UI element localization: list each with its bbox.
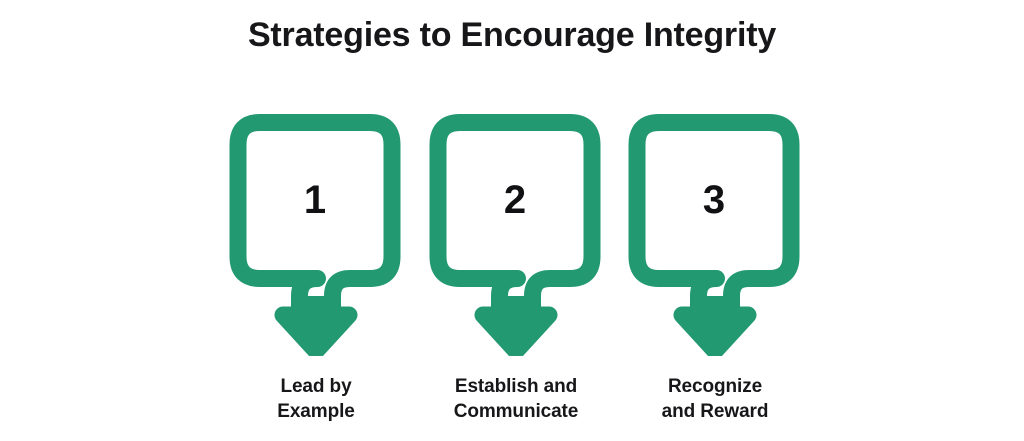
step-item[interactable]: 1 Lead by Example [216,108,416,438]
step-number: 1 [303,177,327,222]
step-label: Establish and Communicate [416,374,616,424]
step-label-line: Example [277,401,355,422]
step-label-line: and Reward [661,401,769,422]
step-label: Lead by Example [216,374,416,424]
tag-arrow-down-icon [216,108,416,356]
step-label-line: Recognize [667,376,763,397]
step-number: 2 [503,177,527,222]
step-number: 3 [702,177,726,222]
step-label-line: Communicate [453,401,579,422]
step-item[interactable]: 2 Establish and Communicate [416,108,616,438]
page-title: Strategies to Encourage Integrity [247,16,777,54]
step-label-line: Establish and [454,376,578,397]
step-item[interactable]: 3 Recognize and Reward [615,108,815,438]
tag-arrow-down-icon [416,108,616,356]
tag-arrow-down-icon [615,108,815,356]
step-label: Recognize and Reward [615,374,815,424]
step-label-line: Lead by [280,376,352,397]
steps-row: 1 Lead by Example 2 Establish and Commun… [0,108,1024,438]
